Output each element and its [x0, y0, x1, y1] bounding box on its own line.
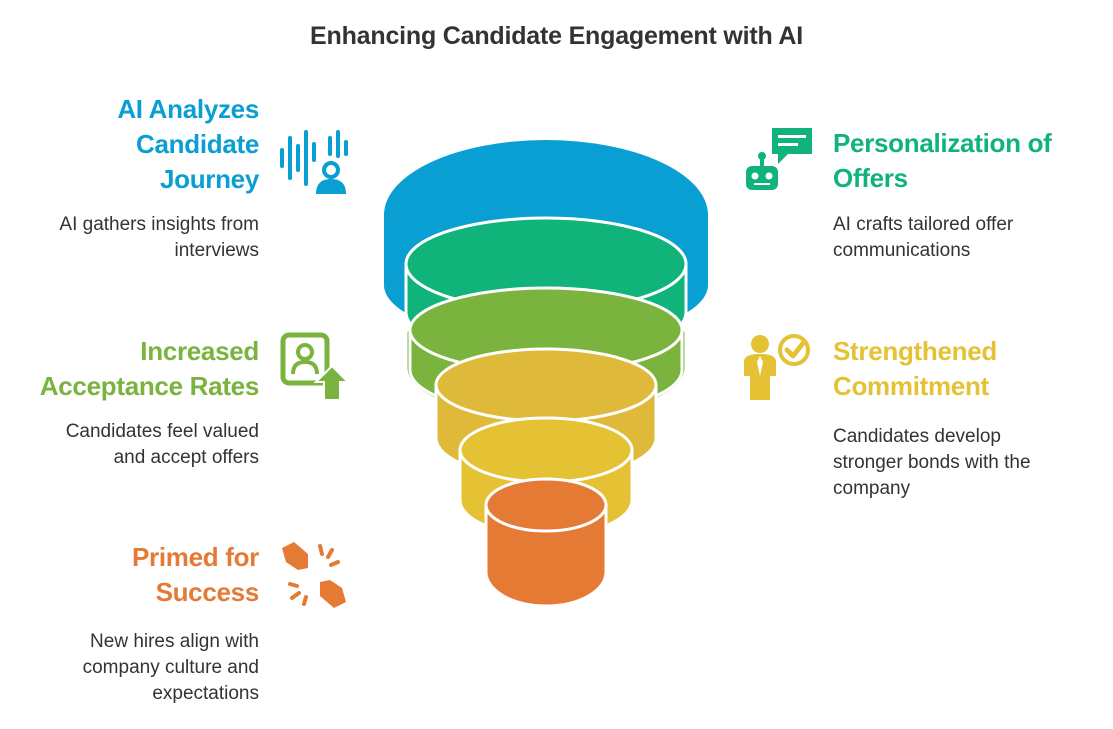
voice-analysis-person-icon	[280, 130, 348, 194]
stage-4-description-line: company	[833, 478, 911, 499]
stage-1-heading-line: Candidate	[136, 129, 259, 159]
stage-1-description-line: interviews	[174, 240, 259, 261]
stage-1-description-line: AI gathers insights from	[59, 214, 259, 235]
stage-1-heading-line: Journey	[159, 164, 259, 194]
stage-2-description-line: AI crafts tailored offer	[833, 214, 1014, 235]
stage-3-heading-line: Acceptance Rates	[39, 371, 260, 401]
stage-5-heading: Primed for Success	[132, 540, 259, 610]
stage-2-heading-line: Personalization of	[833, 128, 1052, 158]
stage-5-description-line: expectations	[152, 683, 259, 704]
stage-4-description-line: stronger bonds with the	[833, 452, 1031, 473]
stage-3-description: Candidates feel valued and accept offers	[66, 419, 259, 471]
stage-2-description: AI crafts tailored offer communications	[833, 212, 1013, 264]
stage-5-description: New hires align with company culture and…	[83, 629, 259, 707]
stage-3-description-line: Candidates feel valued	[65, 421, 259, 442]
stage-5-heading-line: Success	[155, 577, 260, 607]
funnel-layer-6	[484, 477, 608, 608]
stage-4-heading-line: Commitment	[833, 371, 989, 401]
stage-5-heading-line: Primed for	[131, 542, 259, 572]
stage-1-heading: AI Analyzes Candidate Journey	[117, 92, 259, 197]
stage-2-heading: Personalization of Offers	[833, 126, 1052, 196]
stage-4-description: Candidates develop stronger bonds with t…	[833, 424, 1031, 502]
robot-chat-icon	[746, 128, 812, 190]
stage-3-heading: Increased Acceptance Rates	[39, 334, 260, 404]
stage-5-description-line: company culture and	[82, 657, 259, 678]
stage-4-description-line: Candidates develop	[833, 426, 1001, 447]
profile-arrow-up-icon	[280, 332, 350, 401]
stage-1-description: AI gathers insights from interviews	[59, 212, 259, 264]
person-check-icon	[744, 334, 810, 400]
stage-3-heading-line: Increased	[140, 336, 259, 366]
stage-3-description-line: and accept offers	[113, 447, 259, 468]
fist-bump-icon	[282, 542, 346, 608]
stage-4-heading-line: Strengthened	[833, 336, 997, 366]
stage-5-description-line: New hires align with	[90, 631, 259, 652]
stage-1-heading-line: AI Analyzes	[117, 94, 259, 124]
stage-2-description-line: communications	[833, 240, 971, 261]
diagram-title: Enhancing Candidate Engagement with AI	[310, 22, 803, 50]
stage-4-heading: Strengthened Commitment	[833, 334, 997, 404]
stage-2-heading-line: Offers	[833, 163, 908, 193]
